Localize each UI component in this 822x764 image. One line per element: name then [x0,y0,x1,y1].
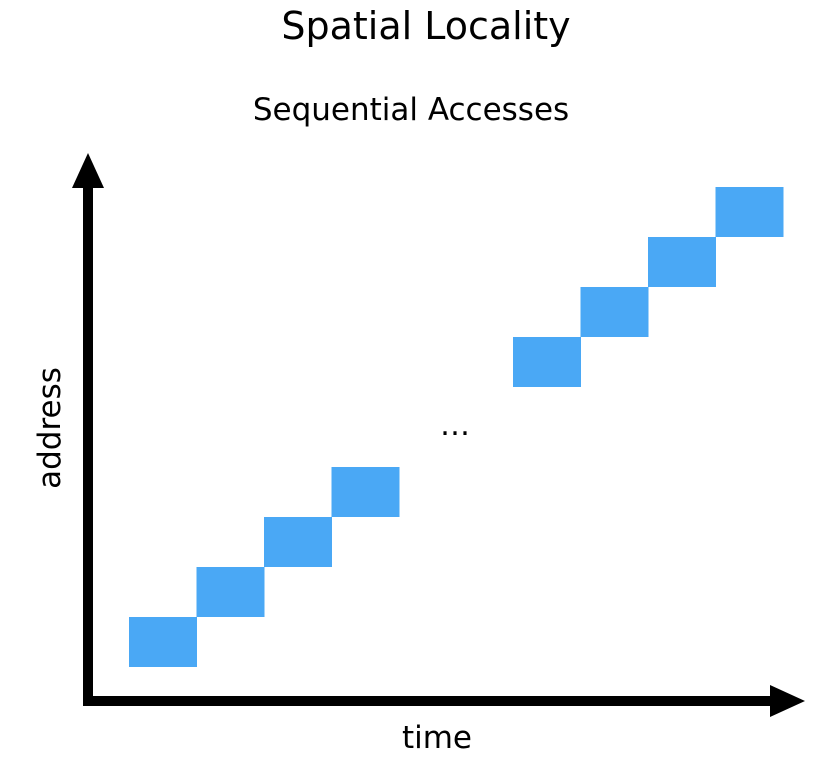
ellipsis: … [440,408,472,443]
access-later-block-3 [648,237,716,287]
access-block-3 [264,517,332,567]
access-block-2 [196,567,265,617]
diagram-subtitle: Sequential Accesses [252,92,570,128]
access-later-block-2 [580,287,649,337]
diagram-title: Spatial Locality [281,4,571,48]
access-later-block-1 [513,337,581,387]
x-axis-line [83,696,778,706]
x-axis-label: time [401,720,473,756]
access-later-block-4 [715,187,784,237]
access-block-4 [331,467,400,517]
access-block-1 [129,617,197,667]
y-axis-line [83,180,93,706]
y-axis-arrowhead [72,153,104,188]
x-axis-arrowhead [770,685,805,717]
